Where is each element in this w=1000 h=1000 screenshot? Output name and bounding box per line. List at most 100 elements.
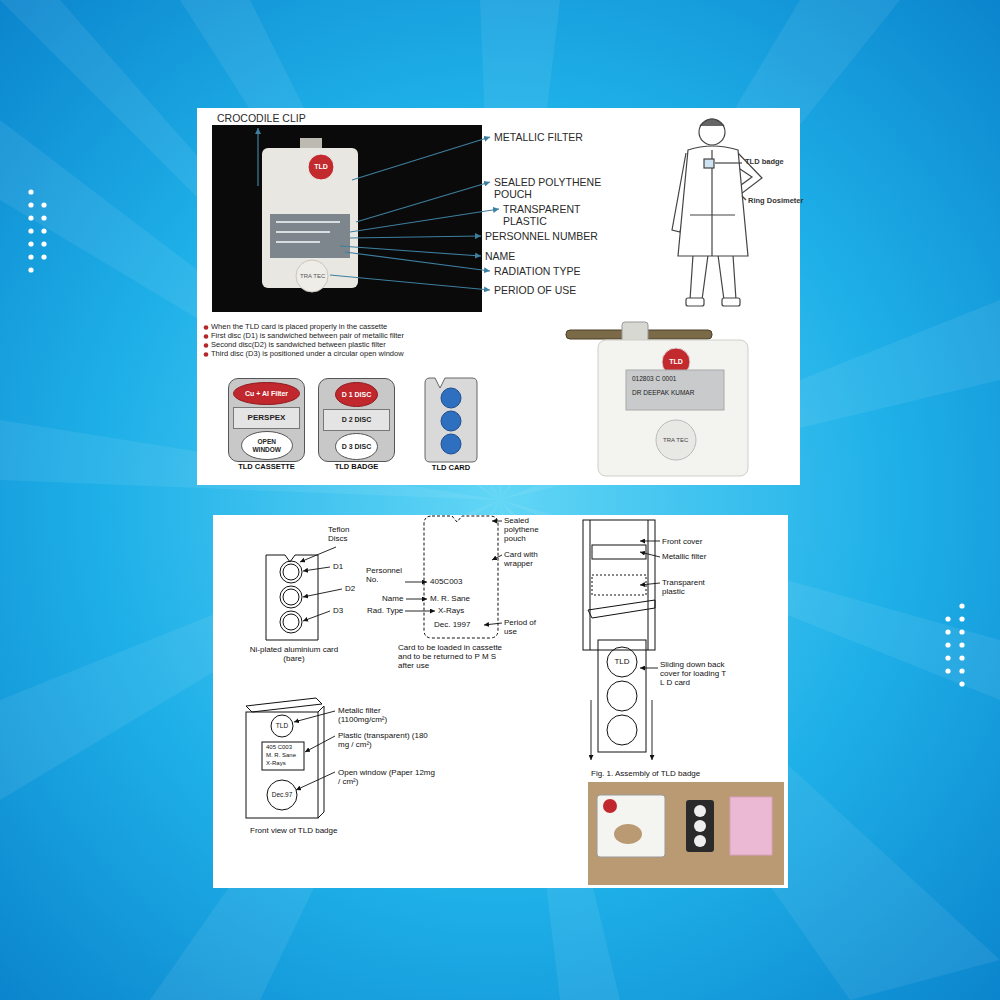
shape-outline (336, 434, 378, 460)
badge-photo (626, 370, 724, 410)
badge-box: TLD BADGED 1 DISCD 2 DISCD 3 DISC (318, 378, 395, 462)
label-text: Name (382, 594, 403, 603)
dot-decoration (28, 189, 33, 194)
cassette-box: TLD CASSETTECu + Al FilterPERSPEXOPEN WI… (228, 378, 305, 462)
bullet-dot (204, 352, 209, 357)
label-text: PERSONNEL NUMBER (485, 230, 598, 242)
dot-decoration (945, 642, 950, 647)
leader-line (405, 611, 435, 612)
label-text: X-Rays (438, 606, 464, 615)
label-text: Dec. 1997 (434, 620, 470, 629)
label-text: CROCODILE CLIP (217, 112, 306, 124)
label-text: TRANSPARENT PLASTIC (503, 203, 598, 227)
leader-line (330, 275, 490, 290)
dot-decoration (959, 642, 964, 647)
dot-decoration (41, 228, 46, 233)
line-drawing (607, 647, 637, 677)
bullet-dot (204, 325, 209, 357)
line-drawing (271, 715, 293, 737)
label-text: Metallic filter (662, 552, 706, 561)
node-text: Cu + Al Filter (245, 390, 288, 398)
label-text: Front view of TLD badge (250, 826, 337, 835)
leader-line (303, 611, 330, 621)
label-text: Sealed polythene pouch (504, 516, 559, 544)
dot-decoration (959, 603, 964, 608)
dot-decoration (959, 681, 964, 686)
line-drawing (246, 698, 322, 712)
node-text: D 2 DISC (342, 416, 372, 424)
dot-decoration (28, 241, 33, 246)
node-text: D 1 DISC (342, 391, 372, 399)
perspex-box: PERSPEX (233, 407, 300, 429)
label-text: TLD (272, 722, 292, 729)
dot-decoration (28, 202, 33, 207)
leader-line (406, 599, 427, 600)
line-drawing (607, 715, 637, 745)
label-text: Open window (Paper 12mg / cm²) (338, 768, 438, 786)
line-drawing (283, 589, 299, 605)
disc-circle: D 3 DISC (335, 433, 378, 460)
leader-line (591, 700, 592, 760)
kit-photo (694, 820, 706, 832)
leader-line (492, 555, 502, 560)
label-text: Personnel No. (366, 566, 406, 584)
dot-decoration (28, 254, 33, 259)
label-text: Sliding down back cover for loading T L … (660, 660, 728, 688)
label-text: Front cover (662, 537, 702, 546)
label-text: Fig. 1. Assembly of TLD badge (591, 769, 700, 778)
leader-line (296, 772, 335, 790)
light-rays (0, 120, 500, 500)
leader-line (257, 128, 258, 186)
label-text: X-Rays (266, 760, 286, 767)
dot-decoration (28, 228, 33, 233)
open-window-circle: OPEN WINDOW (241, 431, 293, 460)
label-text: 405 C003 (266, 744, 292, 751)
kit-photo (694, 835, 706, 847)
leader-line (640, 541, 660, 542)
label-text: Transparent plastic (662, 578, 717, 596)
kit-photo (588, 782, 784, 885)
person-figure (722, 298, 740, 306)
label-text: PERIOD OF USE (494, 284, 576, 296)
tld-card-drawing (425, 378, 477, 462)
person-figure (690, 255, 708, 300)
disc-box: D 2 DISC (323, 409, 390, 431)
shape-outline (234, 383, 300, 405)
line-drawing (424, 516, 498, 638)
shape-outline (336, 383, 378, 407)
person-figure (672, 119, 762, 306)
dot-decoration (28, 267, 33, 272)
leader-line (305, 736, 335, 752)
disc-circle: D 1 DISC (335, 382, 378, 407)
leader-line (652, 700, 653, 760)
person-figure (742, 196, 746, 200)
label-text: TLD (311, 163, 331, 171)
badge-photo (656, 420, 696, 460)
kit-photo (597, 795, 665, 857)
label-text: RADIATION TYPE (494, 265, 581, 277)
badge-photo (212, 125, 482, 312)
badge-photo (296, 260, 328, 292)
dot-decoration (959, 629, 964, 634)
line-drawing (283, 614, 299, 630)
leader-line (484, 623, 502, 625)
dot-decoration (41, 254, 46, 259)
node-heading: TLD BADGE (335, 463, 379, 471)
label-text: Teflon Discs (328, 525, 368, 543)
label-text: Card with wrapper (504, 550, 556, 568)
label-text: DR DEEPAK KUMAR (632, 389, 694, 396)
leader-line (640, 668, 658, 669)
dot-decoration (945, 616, 950, 621)
leader-line (258, 128, 499, 290)
leader-line (303, 567, 330, 571)
dot-decoration (959, 655, 964, 660)
dot-decoration (945, 668, 950, 673)
badge-photo (276, 221, 340, 223)
line-drawing (318, 706, 324, 818)
kit-photo (588, 782, 784, 885)
light-rays (0, 0, 500, 500)
node-text: PERSPEX (248, 414, 286, 423)
person-figure (715, 162, 742, 163)
label-text: Metalic filter (1100mg/cm²) (338, 706, 416, 724)
